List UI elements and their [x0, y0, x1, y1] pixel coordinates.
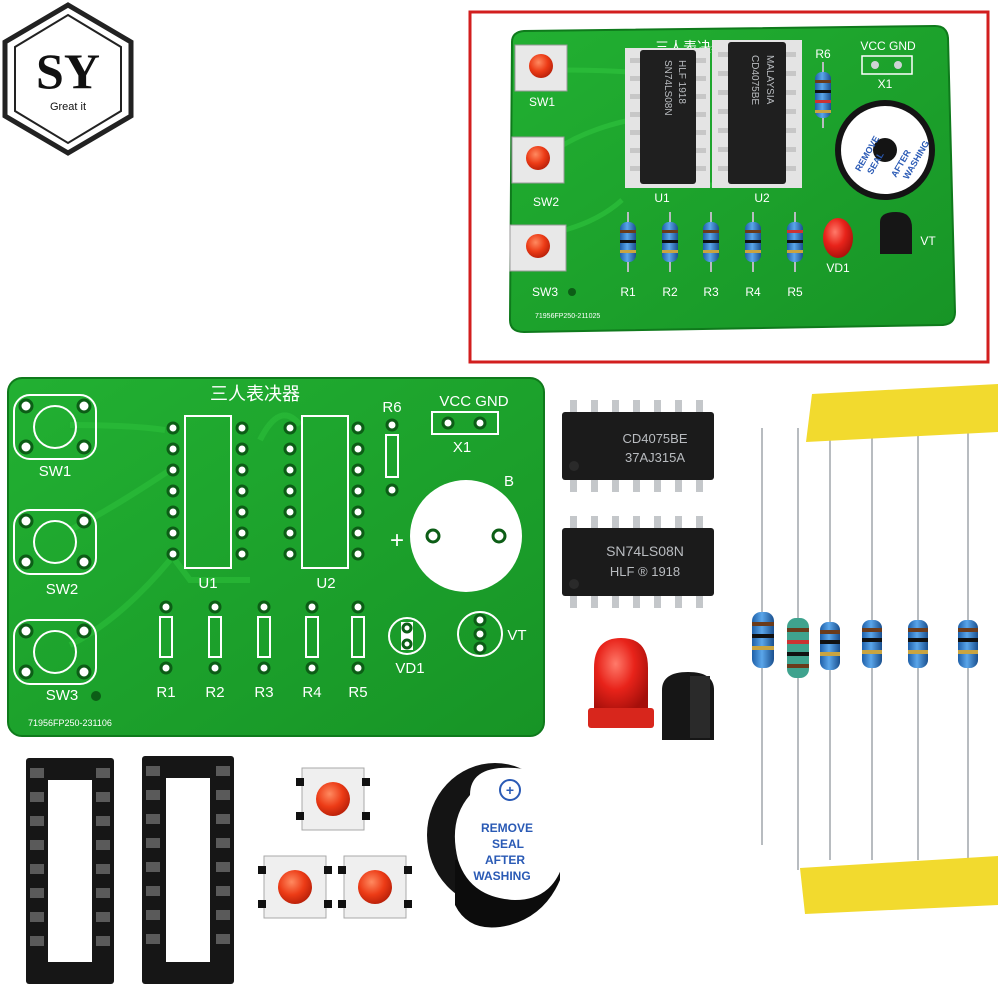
tactile-button-2 [258, 855, 332, 919]
bare-u1-footprint: U1 [166, 415, 249, 592]
bare-label-u2: U2 [316, 575, 335, 592]
chip-bottom-line2: HLF ® 1918 [610, 564, 680, 579]
switch-1: SW1 [514, 44, 568, 109]
tape-bottom [800, 856, 998, 914]
bare-label-r2: R2 [205, 684, 224, 701]
taped-resistors [752, 384, 998, 914]
ic-socket-1 [26, 758, 114, 984]
label-u1: U1 [654, 191, 670, 205]
label-sw2: SW2 [533, 195, 559, 209]
resistor-row: R1 R2 R3 R4 [620, 212, 803, 299]
bare-u2-footprint: U2 [283, 415, 365, 592]
chip-sn74ls08n: SN74LS08N HLF ® 1918 [562, 516, 714, 608]
tape-top [806, 384, 998, 442]
buzzer-plus: + [506, 782, 514, 798]
label-r2: R2 [662, 285, 678, 299]
bare-label-r3: R3 [254, 684, 273, 701]
resistor-r4: R4 [745, 212, 761, 299]
bare-label-sw2: SW2 [46, 581, 79, 598]
power-label: VCC GND [860, 39, 916, 53]
resistor-r6: R6 [815, 47, 831, 128]
chip-top-line2: 37AJ315A [625, 450, 685, 465]
bare-power-label: VCC GND [439, 393, 508, 410]
label-r4: R4 [745, 285, 761, 299]
label-sw1: SW1 [529, 95, 555, 109]
bare-plus-sign: + [390, 527, 404, 554]
red-led [588, 638, 654, 925]
resistor-body-5 [908, 620, 928, 668]
bare-label-r6: R6 [382, 399, 401, 416]
resistor-r1: R1 [620, 212, 636, 299]
assembled-led: VD1 [823, 218, 853, 275]
resistor-r5: R5 [787, 212, 803, 299]
logo-tagline: Great it [50, 101, 86, 113]
resistor-r2: R2 [662, 212, 678, 299]
ic-u2-text-2: MALAYSIA [764, 55, 775, 105]
bare-sw1-footprint: SW1 [13, 394, 97, 480]
bare-board-serial: 71956FP250-231106 [28, 718, 112, 728]
transistor [662, 672, 714, 900]
bare-label-b: B [504, 473, 514, 490]
power-conn-label: X1 [878, 77, 893, 91]
chip-top-line1: CD4075BE [622, 431, 687, 446]
resistor-body-3 [820, 622, 840, 670]
bare-sw2-footprint: SW2 [13, 509, 97, 598]
bare-r6-footprint: R6 [382, 399, 402, 497]
logo-text: SY [36, 43, 100, 99]
label-u2: U2 [754, 191, 770, 205]
brand-logo: SY Great it [2, 2, 134, 156]
bare-label-vd1: VD1 [395, 660, 424, 677]
label-r6: R6 [815, 47, 831, 61]
bare-label-u1: U1 [198, 575, 217, 592]
ic-u2: CD4075BE MALAYSIA U2 [712, 40, 802, 205]
board-serial: 71956FP250-211025 [535, 313, 600, 320]
buzzer-text-2: SEAL [492, 837, 524, 851]
bare-label-sw1: SW1 [39, 463, 72, 480]
resistor-body-6 [958, 620, 978, 668]
buzzer-text-3: AFTER [485, 853, 525, 867]
bare-label-r4: R4 [302, 684, 321, 701]
switch-2: SW2 [511, 136, 565, 209]
ic-socket-2 [142, 756, 234, 984]
ic-u2-text-1: CD4075BE [749, 55, 760, 105]
assembled-transistor: VT [880, 212, 936, 254]
loose-buzzer: + REMOVE SEAL AFTER WASHING [427, 763, 569, 928]
bare-label-sw3: SW3 [46, 687, 79, 704]
bare-board-title: 三人表决器 [210, 384, 300, 404]
bare-label-r1: R1 [156, 684, 175, 701]
label-r1: R1 [620, 285, 636, 299]
resistor-r3: R3 [703, 212, 719, 299]
chip-bottom-line1: SN74LS08N [606, 543, 684, 559]
tactile-button-1 [296, 767, 370, 831]
label-r5: R5 [787, 285, 803, 299]
label-sw3: SW3 [532, 285, 558, 299]
assembled-buzzer: REMOVE SEAL AFTER WASHING [835, 100, 935, 200]
tactile-button-3 [338, 855, 412, 919]
resistor-body-2 [787, 618, 809, 678]
bare-power-conn: X1 [453, 439, 471, 456]
bare-board: 三人表决器 VCC GND X1 SW1 SW2 SW3 [7, 377, 545, 737]
bare-sw3-footprint: SW3 [13, 619, 97, 704]
ic-u1-text-1: SN74LS08N [662, 60, 673, 116]
ic-u1: SN74LS08N HLF 1918 U1 [625, 48, 710, 205]
bare-resistor-footprints: R1 R2 R3 R4 R5 [156, 600, 368, 701]
bare-label-vt: VT [507, 627, 526, 644]
bare-label-r5: R5 [348, 684, 367, 701]
buzzer-text-4: WASHING [473, 869, 530, 883]
ic-u1-text-2: HLF 1918 [676, 60, 687, 104]
label-r3: R3 [703, 285, 719, 299]
bare-vt-footprint: VT [457, 611, 527, 657]
bare-vd1-footprint: VD1 [388, 617, 426, 677]
bare-buzzer-footprint: B + [390, 473, 522, 592]
label-vd1: VD1 [826, 261, 850, 275]
buzzer-text-1: REMOVE [481, 821, 533, 835]
switch-3: SW3 [509, 224, 567, 299]
label-vt: VT [920, 234, 936, 248]
chip-cd4075be: CD4075BE 37AJ315A [562, 400, 714, 492]
resistor-body-4 [862, 620, 882, 668]
assembled-board: 三人表决器 VCC GND X1 SW1 SW2 SW3 [508, 24, 957, 334]
resistor-body-1 [752, 612, 774, 668]
